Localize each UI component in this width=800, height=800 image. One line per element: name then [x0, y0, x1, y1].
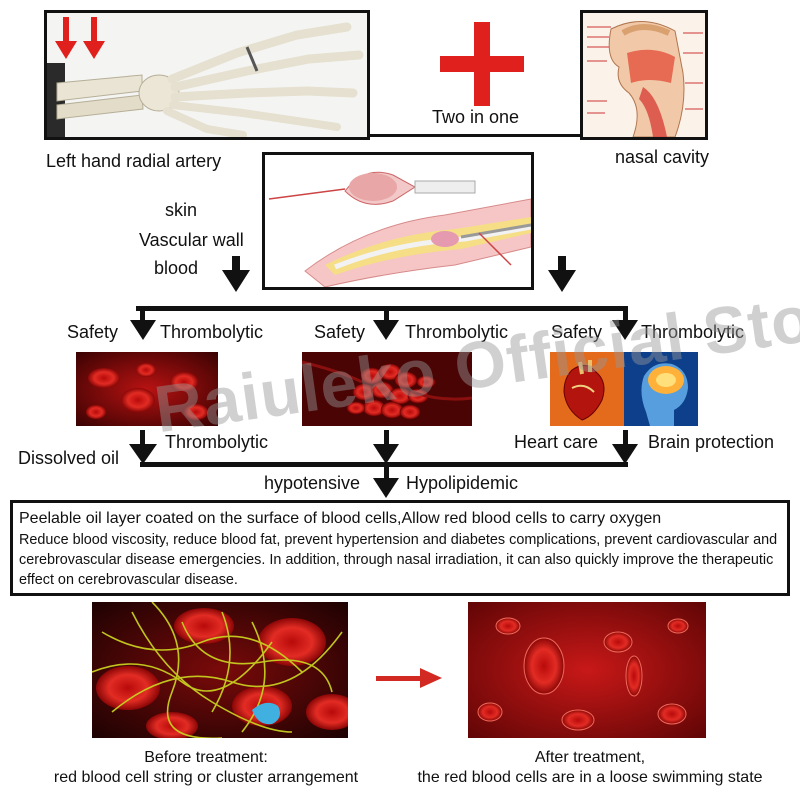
brain-protection-label: Brain protection — [648, 432, 775, 452]
before-treatment-caption: Before treatment: red blood cell string … — [28, 748, 384, 788]
red-right-arrow-icon — [376, 668, 442, 688]
nasal-cavity-panel — [580, 10, 708, 140]
hand-skeleton-panel — [44, 10, 370, 140]
down-arrow-icon — [548, 256, 576, 292]
layer-blood-label: blood — [154, 258, 199, 278]
before-treatment-image — [92, 602, 348, 738]
branch-3-safety-label: Safety — [551, 322, 603, 342]
heart-brain-image — [550, 352, 698, 426]
branch-2-thrombolytic-label: Thrombolytic — [405, 322, 509, 342]
after-treatment-image — [468, 602, 706, 738]
hand-skeleton-image — [47, 13, 367, 137]
nasal-cavity-image — [583, 13, 705, 137]
down-arrow-icon — [222, 256, 250, 292]
left-hand-caption: Left hand radial artery — [46, 151, 222, 171]
description-headline: Peelable oil layer coated on the surface… — [19, 510, 662, 527]
vessel-illustration-panel — [262, 152, 534, 290]
branch-1-safety-label: Safety — [67, 322, 119, 342]
down-arrow-icon — [373, 320, 399, 340]
down-arrow-icon — [129, 444, 157, 464]
down-arrow-icon — [612, 320, 638, 340]
after-caption-line2: the red blood cells are in a loose swimm… — [417, 769, 763, 786]
nasal-cavity-caption: nasal cavity — [615, 147, 710, 167]
down-arrow-icon — [373, 444, 399, 464]
top-connector-line — [370, 134, 582, 137]
hypotensive-label: hypotensive — [264, 473, 361, 493]
before-caption-line2: red blood cell string or cluster arrange… — [53, 769, 359, 786]
after-caption-line1: After treatment, — [534, 749, 646, 766]
down-arrow-icon — [612, 444, 638, 464]
blood-cells-image-1 — [76, 352, 218, 426]
down-arrow-icon — [130, 320, 156, 340]
heart-care-label: Heart care — [514, 432, 599, 452]
hypolipidemic-label: Hypolipidemic — [406, 473, 519, 493]
thrombolytic-effect-label: Thrombolytic — [165, 432, 269, 452]
layer-vascular-wall-label: Vascular wall — [139, 230, 244, 250]
two-in-one-label: Two in one — [432, 107, 520, 127]
down-arrow-icon — [373, 478, 399, 498]
branch-1-thrombolytic-label: Thrombolytic — [160, 322, 264, 342]
description-body: Reduce blood viscosity, reduce blood fat… — [19, 532, 778, 588]
vessel-illustration-image — [265, 155, 531, 287]
description-box: Peelable oil layer coated on the surface… — [10, 500, 790, 596]
dissolved-oil-label: Dissolved oil — [18, 448, 120, 468]
before-caption-line1: Before treatment: — [144, 749, 268, 766]
red-down-arrow-icon — [83, 17, 105, 59]
layer-skin-label: skin — [165, 200, 198, 220]
red-down-arrow-icon — [55, 17, 77, 59]
blood-clot-image — [302, 352, 472, 426]
after-treatment-caption: After treatment, the red blood cells are… — [388, 748, 792, 788]
red-plus-icon — [440, 22, 524, 106]
branch-3-thrombolytic-label: Thrombolytic — [641, 322, 745, 342]
branch-2-safety-label: Safety — [314, 322, 366, 342]
